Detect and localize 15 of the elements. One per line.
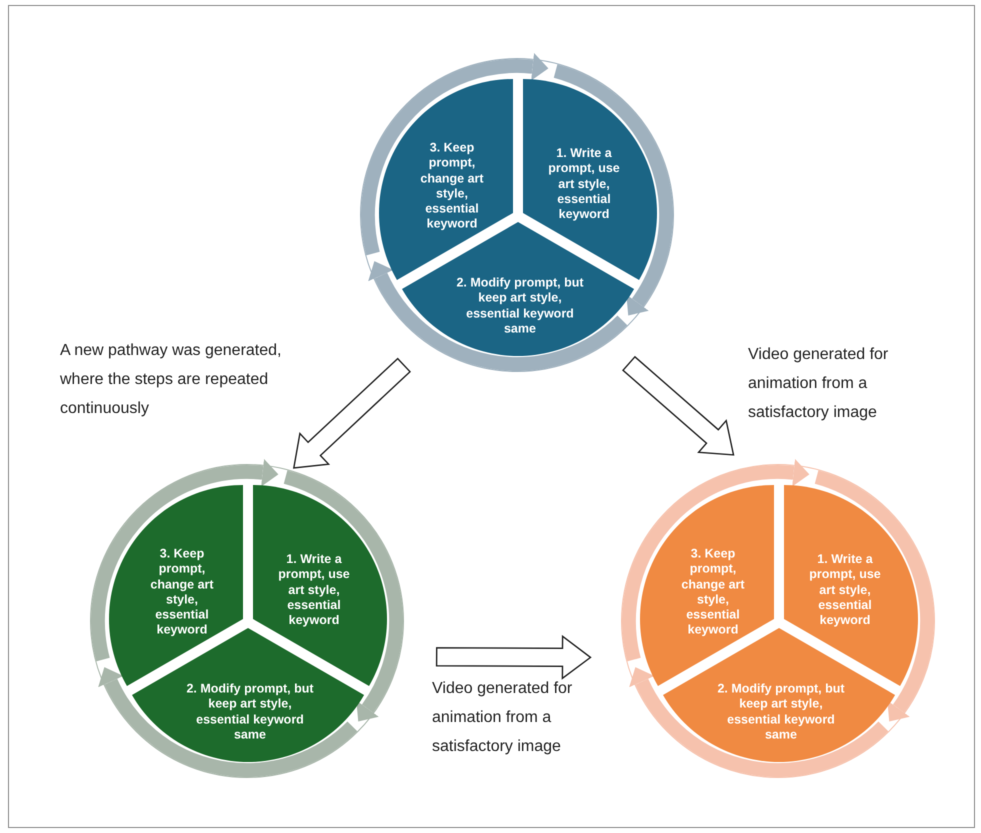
step-text: 3. Keep prompt, change art style, essential keyword: [680, 546, 746, 638]
step-text: 3. Keep prompt, change art style, essential keyword: [419, 140, 485, 232]
step-text: 2. Modify prompt, but keep art style, essential keyword same: [456, 276, 584, 336]
step-text: 1. Write a prompt, use art style, essential keyword: [277, 552, 351, 628]
step-text: 1. Write a prompt, use art style, essential keyword: [808, 552, 882, 628]
edge-label: Video generated for animation from a satisfactory image: [748, 345, 890, 423]
edge-label: A new pathway was generated, where the steps are repeated continuously: [60, 341, 282, 419]
step-text: 2. Modify prompt, but keep art style, essential keyword same: [186, 682, 314, 742]
step-text: 2. Modify prompt, but keep art style, essential keyword same: [716, 682, 845, 742]
hollow-arrow: [436, 634, 592, 680]
edge-label: Video generated for animation from a satisfactory image: [432, 679, 574, 757]
hollow-arrow: [292, 358, 411, 469]
hollow-arrow: [622, 356, 734, 456]
step-text: 3. Keep prompt, change art style, essential keyword: [149, 546, 215, 638]
step-text: 1. Write a prompt, use art style, essential keyword: [547, 146, 621, 222]
